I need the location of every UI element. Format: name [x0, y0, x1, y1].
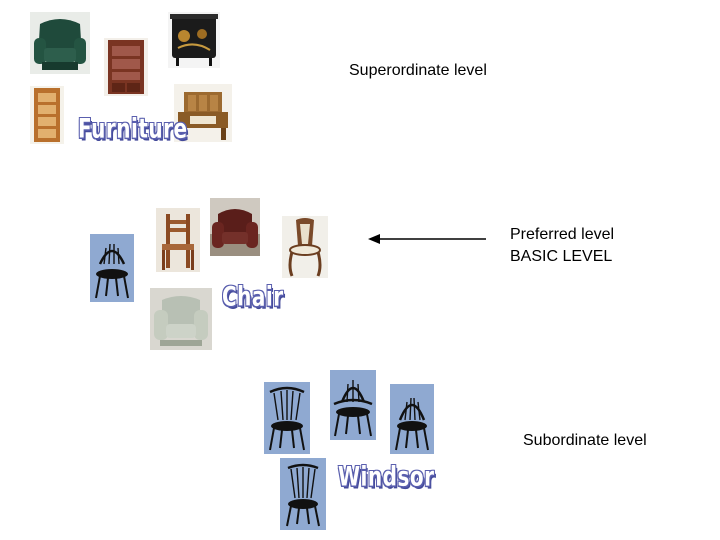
label-subordinate-level: Subordinate level — [523, 432, 647, 449]
lacquer-cabinet-image — [168, 12, 220, 68]
windsor-chair-image — [330, 370, 376, 440]
wooden-chair-image — [156, 208, 200, 272]
upholstered-side-chair-image — [282, 216, 328, 278]
club-armchair-image — [210, 198, 260, 256]
label-superordinate-level: Superordinate level — [349, 62, 487, 79]
armchair-grey-image — [150, 288, 212, 350]
windsor-chair-graphic — [90, 234, 134, 302]
word-furniture: Furniture — [77, 111, 188, 145]
tall-bookshelf-image — [30, 86, 64, 144]
word-chair: Chair — [221, 279, 284, 313]
windsor-chair-image — [264, 382, 310, 454]
windsor-chair-image — [90, 234, 134, 302]
wooden-bench-image — [174, 84, 232, 142]
left-arrow-icon — [368, 234, 486, 244]
recliner-armchair-image — [30, 12, 90, 74]
windsor-chair-image — [390, 384, 434, 454]
word-windsor: Windsor — [337, 459, 435, 493]
windsor-chair-image — [280, 458, 326, 530]
label-basic-level: BASIC LEVEL — [510, 248, 613, 265]
bookcase-cabinet-image — [104, 38, 148, 96]
label-preferred-level: Preferred level — [510, 226, 615, 243]
